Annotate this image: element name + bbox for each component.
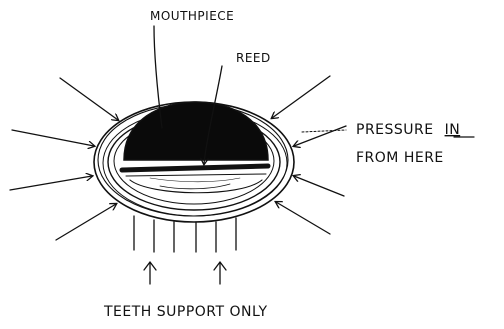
pressure-arrows-right xyxy=(272,76,346,234)
reed-label: REED xyxy=(236,51,271,65)
mouthpiece-label: MOUTHPIECE xyxy=(150,9,234,23)
pressure-in-word: IN xyxy=(445,122,461,138)
arrow-icon xyxy=(60,78,118,120)
arrow-icon xyxy=(12,130,94,146)
arrow-icon xyxy=(10,176,92,190)
arrow-icon xyxy=(56,204,116,240)
arrow-icon xyxy=(294,126,346,146)
pressure-leader xyxy=(302,130,346,132)
support-arrows xyxy=(144,262,226,284)
reed-bar xyxy=(122,166,268,176)
arrow-icon xyxy=(276,202,330,234)
arrow-icon xyxy=(272,76,330,118)
pressure-label-line1: PRESSURE IN xyxy=(356,122,460,138)
pressure-arrows-left xyxy=(10,78,118,240)
up-arrow-icon xyxy=(214,262,226,284)
up-arrow-icon xyxy=(144,262,156,284)
teeth-support-label: TEETH SUPPORT ONLY xyxy=(103,304,268,320)
lower-lip xyxy=(130,178,262,193)
pressure-word: PRESSURE xyxy=(356,122,434,138)
arrow-icon xyxy=(294,176,344,196)
pressure-label-line2: FROM HERE xyxy=(356,150,444,166)
